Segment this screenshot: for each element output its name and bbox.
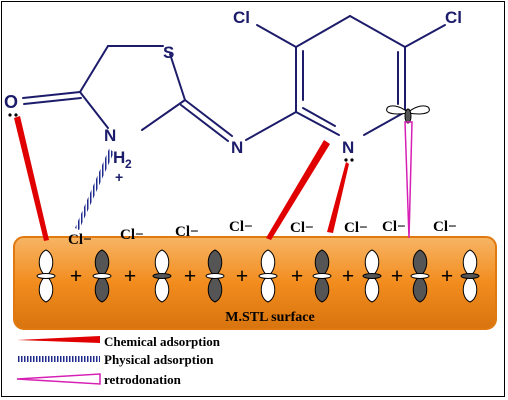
legend-physical-swatch — [17, 356, 100, 362]
chloride-ion: Cl− — [120, 227, 144, 243]
amine-charge: + — [115, 169, 123, 185]
molecule-atoms: Cl Cl S O N H 2 + N N — [4, 8, 462, 185]
plus-sign: + — [391, 263, 404, 288]
surface-label: M.STL surface — [225, 310, 314, 325]
pyridine-nitrogen: N — [342, 138, 354, 157]
d-orbital-9 — [460, 249, 480, 303]
adsorption-interactions — [14, 116, 413, 241]
legend: Chemical adsorption Physical adsorption … — [16, 334, 221, 387]
chloride-ion: Cl− — [382, 219, 406, 235]
plus-sign: + — [124, 263, 137, 288]
d-orbital-8 — [410, 249, 430, 303]
chloride-ion: Cl− — [175, 224, 199, 240]
chloride-ion: Cl− — [229, 219, 253, 235]
plus-sign: + — [70, 263, 83, 288]
d-orbital-5 — [258, 249, 278, 303]
plus-sign: + — [184, 263, 197, 288]
molecule-bonds — [22, 15, 446, 142]
plus-sign: + — [342, 263, 355, 288]
physical-bond-nh2 — [75, 149, 114, 230]
legend-retro-swatch — [16, 373, 101, 385]
surface-orbitals — [36, 249, 480, 303]
oxygen-atom: O — [4, 92, 18, 112]
lone-pairs — [8, 113, 354, 162]
amine-hydrogen: H — [113, 148, 125, 167]
legend-chemical-label: Chemical adsorption — [104, 334, 221, 349]
chloride-ion: Cl− — [68, 232, 92, 248]
d-orbital-3 — [152, 249, 172, 303]
plus-sign: + — [441, 263, 454, 288]
legend-chemical-swatch — [17, 336, 100, 343]
plus-sign: + — [236, 263, 249, 288]
chloride-ions: Cl− Cl− Cl− Cl− Cl− Cl− Cl− Cl− — [68, 219, 457, 248]
d-orbital-4 — [205, 249, 225, 303]
chemical-bond-n-lone-pair — [327, 162, 349, 233]
chloride-ion: Cl− — [344, 220, 368, 236]
imine-nitrogen: N — [231, 138, 243, 157]
d-orbital-1 — [36, 249, 56, 303]
amine-nitrogen: N — [104, 126, 116, 145]
chloride-ion: Cl− — [433, 219, 457, 235]
legend-physical-label: Physical adsorption — [104, 352, 214, 367]
chlorine-atom-right: Cl — [445, 8, 462, 27]
chlorine-atom-left: Cl — [233, 8, 250, 27]
p-orbital — [386, 105, 430, 124]
d-orbital-2 — [92, 249, 112, 303]
chloride-ion: Cl− — [290, 220, 314, 236]
retrodonation-arrow — [404, 121, 413, 239]
amine-subscript: 2 — [125, 157, 132, 171]
surface-plus-signs: + + + + + + + + — [70, 263, 454, 288]
chemical-bond-pyridine-n — [266, 140, 330, 240]
chemical-bond-oxygen — [14, 116, 49, 241]
d-orbital-7 — [362, 249, 382, 303]
plus-sign: + — [291, 263, 304, 288]
d-orbital-6 — [312, 249, 332, 303]
legend-retro-label: retrodonation — [104, 372, 182, 387]
sulfur-atom: S — [163, 43, 174, 62]
